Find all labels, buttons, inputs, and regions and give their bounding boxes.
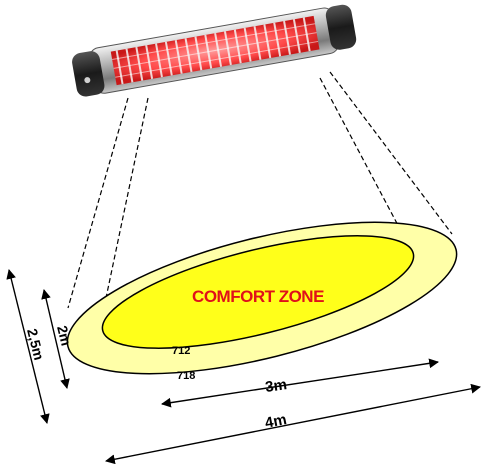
outer-contour-label: 718 bbox=[177, 370, 195, 382]
comfort-zone-ellipse bbox=[101, 235, 415, 349]
outer-width-label: 2,5m bbox=[24, 327, 47, 362]
inner-width-label: 2m bbox=[54, 324, 74, 348]
infrared-heater-icon bbox=[72, 4, 357, 97]
outer-width-arrow bbox=[6, 269, 50, 424]
inner-contour-label: 712 bbox=[172, 345, 190, 357]
comfort-zone-label: COMFORT ZONE bbox=[192, 287, 324, 306]
dimension-arrows bbox=[6, 269, 481, 465]
outer-length-label: 4m bbox=[264, 411, 289, 432]
projection-lines bbox=[67, 71, 453, 309]
outer-length-arrow bbox=[105, 383, 481, 465]
inner-length-label: 3m bbox=[264, 376, 288, 396]
